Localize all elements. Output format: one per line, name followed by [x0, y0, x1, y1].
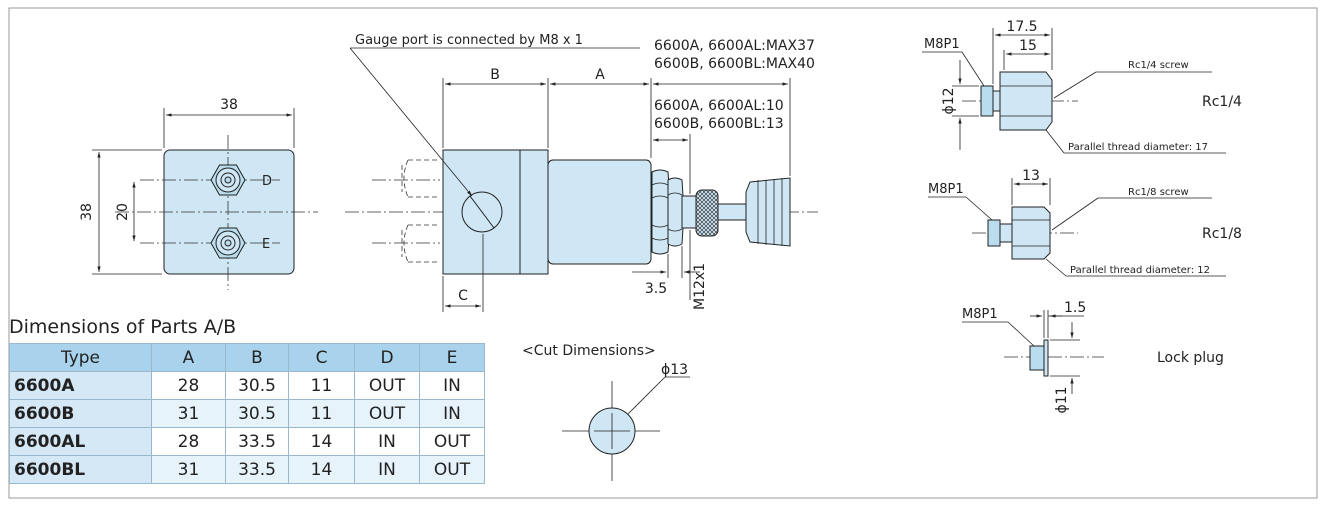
rc14-screw-label: Rc1/4 screw — [1128, 60, 1189, 71]
header-b: B — [225, 343, 289, 372]
cut-diameter: ϕ13 — [661, 362, 688, 378]
knob-dim-b: 6600B, 6600BL:13 — [654, 116, 784, 132]
cell-c: 11 — [288, 399, 355, 428]
max-length-b: 6600B, 6600BL:MAX40 — [654, 56, 815, 72]
cell-d: OUT — [354, 371, 420, 400]
valve-cylinder — [547, 159, 652, 265]
rc18-thread-label: M8P1 — [928, 182, 964, 197]
front-width-dim: 38 — [220, 97, 238, 113]
table-row: 6600B 31 30.5 11 OUT IN — [9, 399, 485, 428]
cell-b: 33.5 — [225, 455, 289, 484]
cell-c: 14 — [288, 455, 355, 484]
cell-b: 30.5 — [225, 371, 289, 400]
dim-a-label: A — [595, 67, 605, 83]
port-d-label: D — [262, 174, 272, 189]
adjust-knob — [745, 177, 791, 247]
cell-e: OUT — [419, 455, 485, 484]
lock-plug-view: 1.5 ϕ11 M8P1 Lock plug — [962, 300, 1224, 414]
rc14-dim-15: 15 — [1019, 38, 1037, 54]
header-d: D — [354, 343, 420, 372]
outer-frame — [8, 7, 1318, 499]
rc14-parallel-label: Parallel thread diameter: 17 — [1068, 142, 1208, 153]
table-header-row: Type A B C D E — [9, 343, 485, 372]
front-height-dim: 38 — [79, 203, 95, 221]
thread-label: M12x1 — [692, 263, 708, 310]
rc18-dim-13: 13 — [1022, 168, 1040, 184]
cell-d: OUT — [354, 399, 420, 428]
lockplug-dim-15: 1.5 — [1064, 300, 1086, 316]
rc18-name: Rc1/8 — [1202, 226, 1242, 242]
table-row: 6600BL 31 33.5 14 IN OUT — [9, 455, 485, 484]
rc18-fitting-view: 13 M8P1 Rc1/8 screw Parallel thread diam… — [928, 168, 1242, 277]
port-pitch-dim: 20 — [115, 203, 131, 221]
lockplug-dia: ϕ11 — [1054, 386, 1070, 413]
cell-a: 31 — [151, 399, 226, 428]
cell-a: 28 — [151, 371, 226, 400]
adjust-shaft — [717, 203, 747, 221]
rc18-body — [1011, 206, 1051, 260]
port-e-fitting — [210, 227, 246, 259]
rc14-fitting-view: 17.5 15 ϕ12 M8P1 Rc1/4 screw Parallel th… — [922, 19, 1242, 154]
cell-type: 6600BL — [9, 455, 152, 484]
side-view: B A 6600A, 6600AL:MAX37 6600B, 6600BL:MA… — [345, 33, 818, 312]
dimensions-table: Type A B C D E 6600A 28 30.5 11 OUT IN 6… — [9, 343, 485, 484]
port-e-label: E — [262, 237, 270, 252]
cell-b: 33.5 — [225, 427, 289, 456]
header-a: A — [151, 343, 226, 372]
dim-c-label: C — [458, 288, 468, 304]
rc18-parallel-label: Parallel thread diameter: 12 — [1070, 265, 1210, 276]
rc18-screw-label: Rc1/8 screw — [1128, 187, 1189, 198]
lock-plug-body — [1029, 345, 1045, 371]
rc14-name: Rc1/4 — [1202, 94, 1242, 110]
cell-type: 6600AL — [9, 427, 152, 456]
front-view: D E 38 38 20 — [79, 97, 318, 290]
cell-type: 6600B — [9, 399, 152, 428]
rc14-body — [999, 71, 1053, 131]
lockplug-thread-label: M8P1 — [962, 307, 998, 322]
rc14-thread-label: M8P1 — [924, 37, 960, 52]
cell-e: OUT — [419, 427, 485, 456]
knurled-ring — [695, 189, 719, 237]
rc14-dia: ϕ12 — [941, 87, 957, 114]
table-row: 6600A 28 30.5 11 OUT IN — [9, 371, 485, 400]
cell-a: 31 — [151, 455, 226, 484]
cell-d: IN — [354, 427, 420, 456]
dim-b-label: B — [490, 67, 500, 83]
gauge-port-note: Gauge port is connected by M8 x 1 — [355, 33, 583, 48]
max-length-a: 6600A, 6600AL:MAX37 — [654, 38, 815, 54]
header-e: E — [419, 343, 485, 372]
cell-c: 14 — [288, 427, 355, 456]
cell-e: IN — [419, 371, 485, 400]
cell-a: 28 — [151, 427, 226, 456]
cut-dims-title: <Cut Dimensions> — [522, 343, 656, 359]
cell-b: 30.5 — [225, 399, 289, 428]
threaded-stem — [681, 195, 697, 229]
header-c: C — [288, 343, 355, 372]
knob-dim-a: 6600A, 6600AL:10 — [654, 98, 784, 114]
cell-d: IN — [354, 455, 420, 484]
dim-3-5-label: 3.5 — [645, 281, 667, 297]
header-type: Type — [9, 343, 152, 372]
cell-type: 6600A — [9, 371, 152, 400]
cell-c: 11 — [288, 371, 355, 400]
port-d-fitting — [210, 164, 246, 196]
lockplug-name: Lock plug — [1157, 350, 1224, 366]
cut-dimensions-view: <Cut Dimensions> ϕ13 — [522, 343, 690, 481]
cell-e: IN — [419, 399, 485, 428]
table-row: 6600AL 28 33.5 14 IN OUT — [9, 427, 485, 456]
table-title: Dimensions of Parts A/B — [9, 316, 236, 338]
lock-nut — [651, 169, 685, 255]
rc14-dim-175: 17.5 — [1006, 19, 1037, 35]
